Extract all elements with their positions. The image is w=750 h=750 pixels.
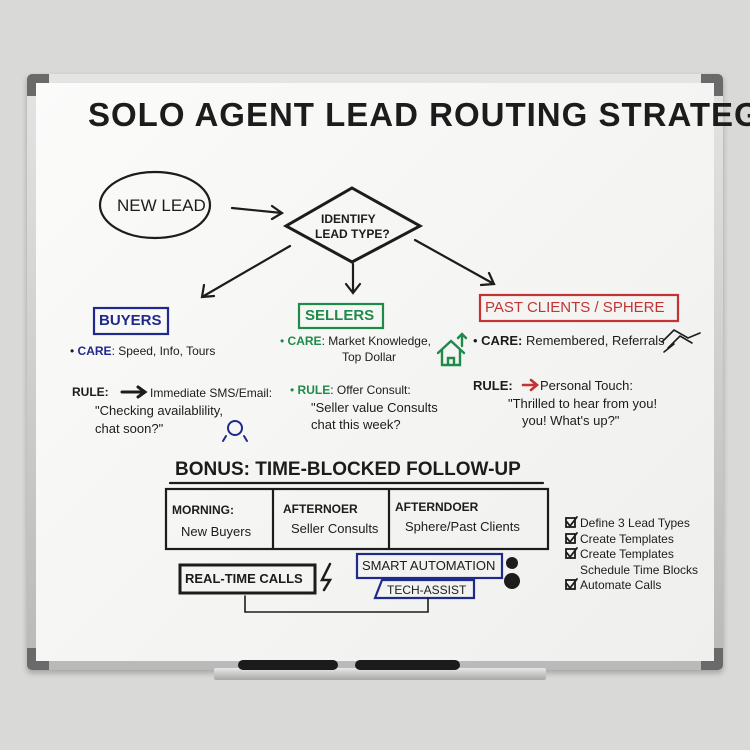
bullet: •: [473, 333, 482, 348]
checklist-item: Create Templates: [580, 547, 674, 561]
calls-box: [178, 563, 317, 595]
quote-line: you! What's up?": [522, 413, 620, 428]
bullet: •: [280, 334, 288, 348]
marker[interactable]: [238, 660, 338, 670]
tech-box: [373, 578, 476, 600]
house-icon: [436, 332, 468, 367]
rule-text: Immediate SMS/Email:: [150, 386, 273, 400]
automation-box: [355, 552, 504, 580]
care-label: CARE:: [481, 333, 523, 348]
care-label: CARE: [77, 344, 112, 358]
arrow: [200, 244, 292, 299]
buyers-heading: BUYERS: [99, 312, 162, 329]
arrow: [413, 238, 496, 287]
arrow-icon: [120, 385, 148, 399]
rule-label: RULE:: [72, 385, 109, 399]
checklist-item: Automate Calls: [580, 578, 662, 592]
whiteboard-surface: [36, 83, 714, 661]
quote-line: chat soon?": [95, 421, 164, 436]
gears-icon: [504, 557, 520, 589]
sellers-box: [297, 302, 385, 330]
block-label: AFTERNOER: [283, 502, 358, 516]
lightning-icon: [319, 562, 333, 592]
rule-label: RULE: [297, 383, 331, 397]
start-node-label: NEW LEAD: [117, 196, 206, 215]
block-value: Sphere/Past Clients: [405, 519, 520, 534]
checklist-item: Schedule Time Blocks: [580, 563, 699, 577]
bullet: •: [70, 344, 78, 358]
quote-line: chat this week?: [311, 417, 401, 432]
schedule-box: [164, 487, 550, 551]
schedule-divider: [271, 487, 391, 551]
quote-line: "Thrilled to hear from you!: [508, 396, 658, 411]
rule-label: RULE:: [473, 378, 513, 393]
automation-label: SMART AUTOMATION: [362, 558, 496, 573]
rule-text: : Offer Consult:: [330, 383, 411, 397]
marker[interactable]: [355, 660, 460, 670]
quote-line: "Seller value Consults: [311, 400, 438, 415]
checkbox-icons: [565, 516, 578, 590]
care-text: : Market Knowledge,: [321, 334, 431, 348]
decision-diamond: [282, 186, 424, 264]
rule-text: Personal Touch:: [540, 378, 633, 393]
buyers-box: [92, 306, 170, 336]
bullet: •: [290, 383, 298, 397]
sellers-heading: SELLERS: [305, 307, 375, 324]
start-ellipse: [98, 170, 212, 240]
arrow: [344, 262, 362, 295]
bonus-heading: BONUS: TIME-BLOCKED FOLLOW-UP: [175, 459, 521, 480]
arrow: [230, 204, 285, 221]
sphere-box: [478, 293, 680, 323]
page-title: SOLO AGENT LEAD ROUTING STRATEGY: [88, 96, 750, 133]
checklist-item: Define 3 Lead Types: [580, 516, 690, 530]
care-text: Remembered, Referrals: [525, 333, 665, 348]
block-label: AFTERNDOER: [395, 500, 479, 514]
care-text-line2: Top Dollar: [342, 350, 397, 364]
chat-bubble-icon: [222, 420, 248, 442]
care-text: : Speed, Info, Tours: [111, 344, 216, 358]
arrow-icon: [521, 378, 540, 392]
decision-label-2: LEAD TYPE?: [315, 227, 390, 241]
marker-tray: [214, 668, 546, 680]
block-value: New Buyers: [181, 524, 252, 539]
block-label: MORNING:: [172, 503, 234, 517]
sphere-heading: PAST CLIENTS / SPHERE: [485, 299, 665, 316]
care-label: CARE: [287, 334, 322, 348]
handshake-icon: [661, 329, 701, 353]
checklist-item: Create Templates: [580, 532, 674, 546]
quote-line: "Checking availablility,: [95, 403, 223, 418]
decision-label-1: IDENTIFY: [321, 212, 376, 226]
calls-label: REAL-TIME CALLS: [185, 571, 303, 586]
tech-label: TECH-ASSIST: [387, 583, 467, 597]
connector: [244, 595, 429, 613]
block-value: Seller Consults: [291, 521, 379, 536]
